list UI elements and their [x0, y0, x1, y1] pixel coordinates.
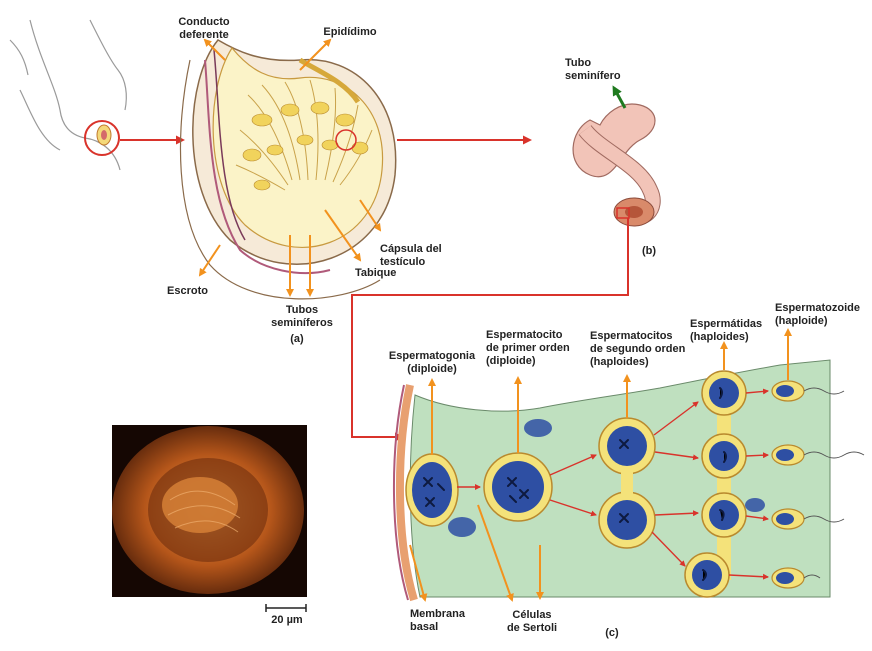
label-panel-a: (a)	[282, 333, 312, 346]
label-capsula-testiculo: Cápsula del testículo	[380, 243, 460, 269]
label-escroto: Escroto	[167, 285, 227, 298]
primary-spermatocyte-cell	[484, 453, 552, 521]
label-espermatidas: Espermátidas (haploides)	[690, 318, 780, 344]
label-espermatozoide: Espermatozoide (haploide)	[775, 302, 870, 328]
label-panel-b: (b)	[634, 245, 664, 258]
electron-micrograph	[112, 425, 307, 597]
seminiferous-tubule	[573, 88, 655, 226]
scrotum-highlight	[85, 121, 119, 155]
body-profile-sketch	[10, 20, 126, 170]
label-tubo-seminifero: Tubo seminífero	[565, 57, 635, 83]
label-panel-c: (c)	[597, 627, 627, 640]
label-tubos-seminiferos: Tubos seminíferos	[262, 304, 342, 330]
testis-diagram	[180, 40, 395, 299]
label-conducto-deferente: Conducto deferente	[164, 16, 244, 42]
label-espermatocitos-segundo-orden: Espermatocitos de segundo orden (haploid…	[590, 330, 700, 369]
label-membrana-basal: Membrana basal	[410, 608, 490, 634]
label-espermatogonia: Espermatogonia (diploide)	[377, 350, 487, 376]
tubule-wall-section	[394, 360, 830, 600]
label-espermatocito-primer-orden: Espermatocito de primer orden (diploide)	[486, 329, 586, 368]
label-tabique: Tabique	[355, 267, 415, 280]
label-celulas-sertoli: Células de Sertoli	[487, 609, 577, 635]
label-scale-bar: 20 µm	[262, 614, 312, 627]
label-epididimo: Epidídimo	[315, 26, 385, 39]
spermatogonium-cell	[406, 454, 458, 526]
